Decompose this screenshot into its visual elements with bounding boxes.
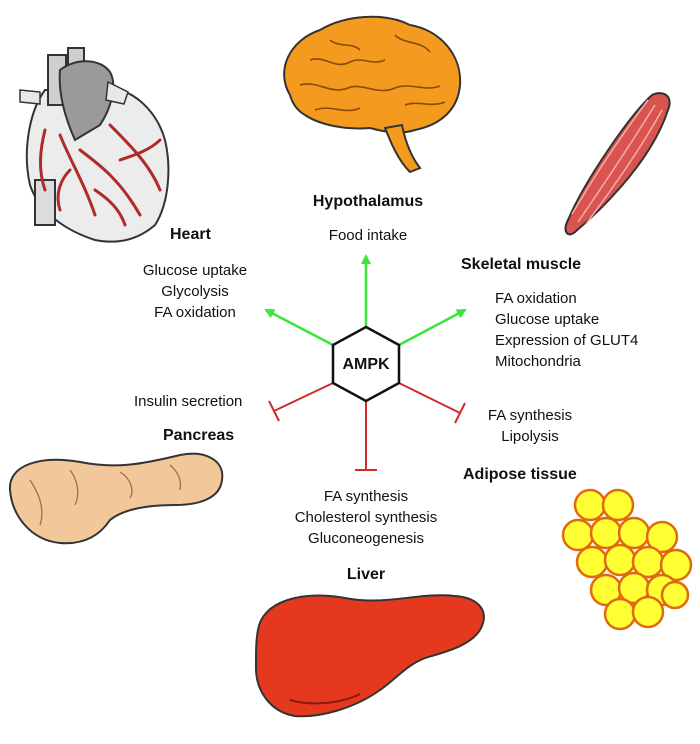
arrow-to-heart <box>264 308 334 347</box>
inhibit-lines <box>268 382 466 471</box>
hypothalamus-title: Hypothalamus <box>312 193 424 210</box>
pancreas-icon <box>8 452 224 545</box>
heart-effect-1: Glucose uptake <box>142 262 248 279</box>
heart-effect-3: FA oxidation <box>154 304 236 321</box>
heart-effects: Glucose uptake Glycolysis FA oxidation <box>110 260 280 323</box>
adipose-title: Adipose tissue <box>463 466 577 483</box>
adipose-effects: FA synthesis Lipolysis <box>470 405 590 447</box>
muscle-icon <box>564 92 671 236</box>
inhibit-liver <box>355 400 377 471</box>
pancreas-title: Pancreas <box>163 427 235 444</box>
skeletal-muscle-title: Skeletal muscle <box>461 256 582 273</box>
ampk-label: AMPK <box>342 356 390 373</box>
adipose-effect-1: FA synthesis <box>487 407 573 424</box>
heart-icon <box>19 47 170 243</box>
inhibit-pancreas <box>268 382 334 422</box>
fat-cells-icon <box>561 488 693 631</box>
liver-icon <box>254 594 485 718</box>
skeletal-muscle-effect-3: Expression of GLUT4 <box>495 332 639 349</box>
inhibit-adipose <box>398 382 466 424</box>
skeletal-muscle-effects: FA oxidation Glucose uptake Expression o… <box>495 288 638 372</box>
liver-effect-1: FA synthesis <box>323 488 409 505</box>
liver-effects: FA synthesis Cholesterol synthesis Gluco… <box>266 486 466 549</box>
adipose-effect-2: Lipolysis <box>501 428 559 445</box>
skeletal-muscle-effect-2: Glucose uptake <box>495 311 600 328</box>
liver-effect-2: Cholesterol synthesis <box>294 509 438 526</box>
pancreas-effect: Insulin secretion <box>134 393 243 410</box>
hypothalamus-effect: Food intake <box>328 227 408 244</box>
arrow-to-skeletal-muscle <box>398 308 467 347</box>
liver-title: Liver <box>346 566 386 583</box>
heart-effect-2: Glycolysis <box>161 283 229 300</box>
brain-icon <box>283 15 462 174</box>
ampk-hexagon <box>331 325 401 403</box>
heart-title: Heart <box>170 226 211 243</box>
skeletal-muscle-effect-1: FA oxidation <box>495 290 577 307</box>
liver-effect-3: Gluconeogenesis <box>308 530 424 547</box>
stimulate-arrows <box>264 254 467 347</box>
skeletal-muscle-effect-4: Mitochondria <box>495 353 581 370</box>
